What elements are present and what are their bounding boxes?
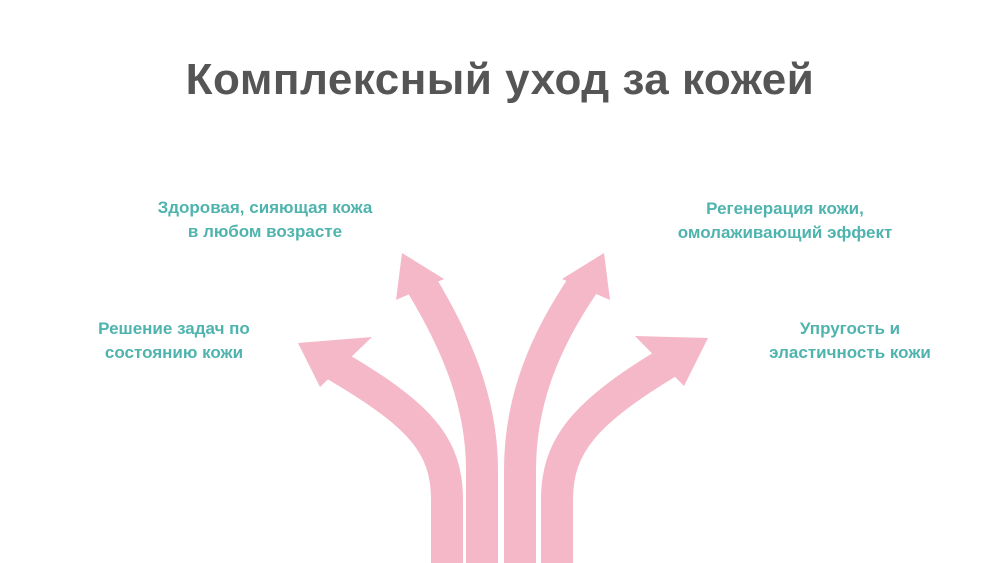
label-skin-problems-line1: Решение задач по	[98, 319, 250, 338]
arrow-left-inner-shaft	[406, 273, 498, 563]
arrow-left-outer-head	[298, 337, 372, 387]
label-healthy-skin-line1: Здоровая, сияющая кожа	[157, 198, 373, 217]
label-skin-problems: Решение задач по состоянию кожи	[64, 317, 284, 365]
label-healthy-skin: Здоровая, сияющая кожа в любом возрасте	[120, 196, 410, 244]
label-elasticity-line2: эластичность кожи	[769, 343, 931, 362]
label-skin-problems-line2: состоянию кожи	[104, 343, 244, 362]
arrow-right-outer-head	[635, 336, 708, 386]
arrow-right-outer-shaft	[541, 346, 681, 563]
page-title: Комплексный уход за кожей	[185, 55, 815, 104]
label-elasticity: Упругость и эластичность кожи	[740, 317, 960, 365]
arrow-left-inner-head	[396, 253, 444, 300]
label-healthy-skin-line2: в любом возрасте	[187, 222, 343, 241]
label-regeneration-line2: омолаживающий эффект	[677, 223, 893, 242]
arrow-right-inner-shaft	[504, 272, 599, 563]
arrow-right-inner-head	[562, 253, 610, 300]
label-regeneration: Регенерация кожи, омолаживающий эффект	[650, 197, 920, 245]
label-regeneration-line1: Регенерация кожи,	[706, 199, 864, 218]
label-elasticity-line1: Упругость и	[799, 319, 901, 338]
arrow-left-outer-shaft	[326, 351, 463, 563]
